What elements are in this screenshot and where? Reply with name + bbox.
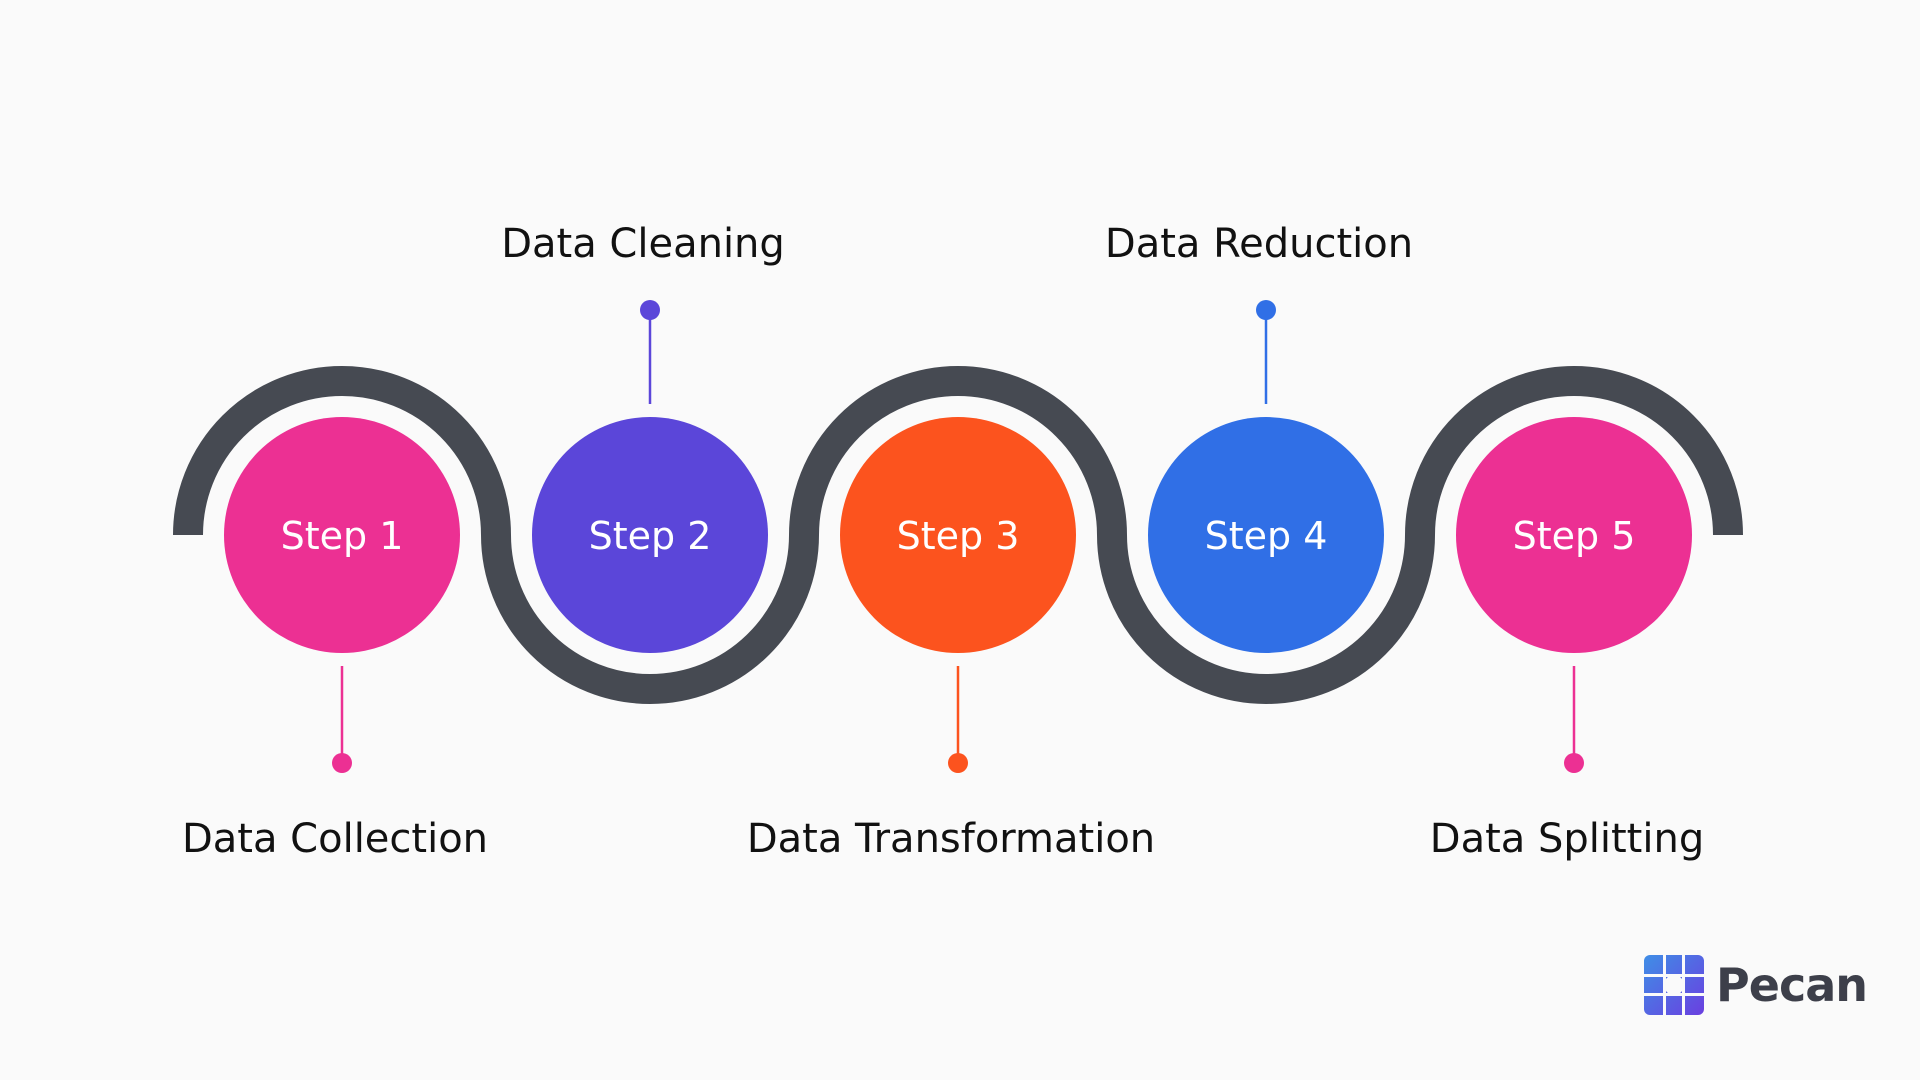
logo-text: Pecan <box>1716 958 1868 1012</box>
track-arc-lower <box>481 534 819 704</box>
step-circle-2 <box>532 417 768 653</box>
step-circle-4 <box>1148 417 1384 653</box>
track-arc-upper <box>173 366 511 536</box>
track-arc-upper <box>789 366 1127 536</box>
step-title: Data Cleaning <box>501 221 785 267</box>
track-arc-upper <box>1405 366 1743 536</box>
track-arc-lower <box>1097 534 1435 704</box>
connector-dot <box>1564 753 1584 773</box>
step-number-label: Step 2 <box>589 514 712 558</box>
steps-group: Step 1 Data Collection Step 2 Data Cleaning… <box>182 221 1704 862</box>
step-title: Data Splitting <box>1430 816 1704 862</box>
step-number-label: Step 1 <box>281 514 404 558</box>
step-number-label: Step 4 <box>1205 514 1328 558</box>
step-title: Data Transformation <box>747 816 1155 862</box>
step-number-label: Step 3 <box>897 514 1020 558</box>
step-circle-5 <box>1456 417 1692 653</box>
step-circle-3 <box>840 417 1076 653</box>
connector-dot <box>332 753 352 773</box>
step-title: Data Reduction <box>1105 221 1413 267</box>
connector-dot <box>948 753 968 773</box>
step-title: Data Collection <box>182 816 488 862</box>
pecan-logo: Pecan <box>1644 955 1868 1015</box>
connector-dot <box>1256 300 1276 320</box>
pecan-grid-logo-icon <box>1644 955 1705 1015</box>
step-circle-1 <box>224 417 460 653</box>
wave-track <box>173 366 1743 704</box>
step-number-label: Step 5 <box>1513 514 1636 558</box>
connector-dot <box>640 300 660 320</box>
